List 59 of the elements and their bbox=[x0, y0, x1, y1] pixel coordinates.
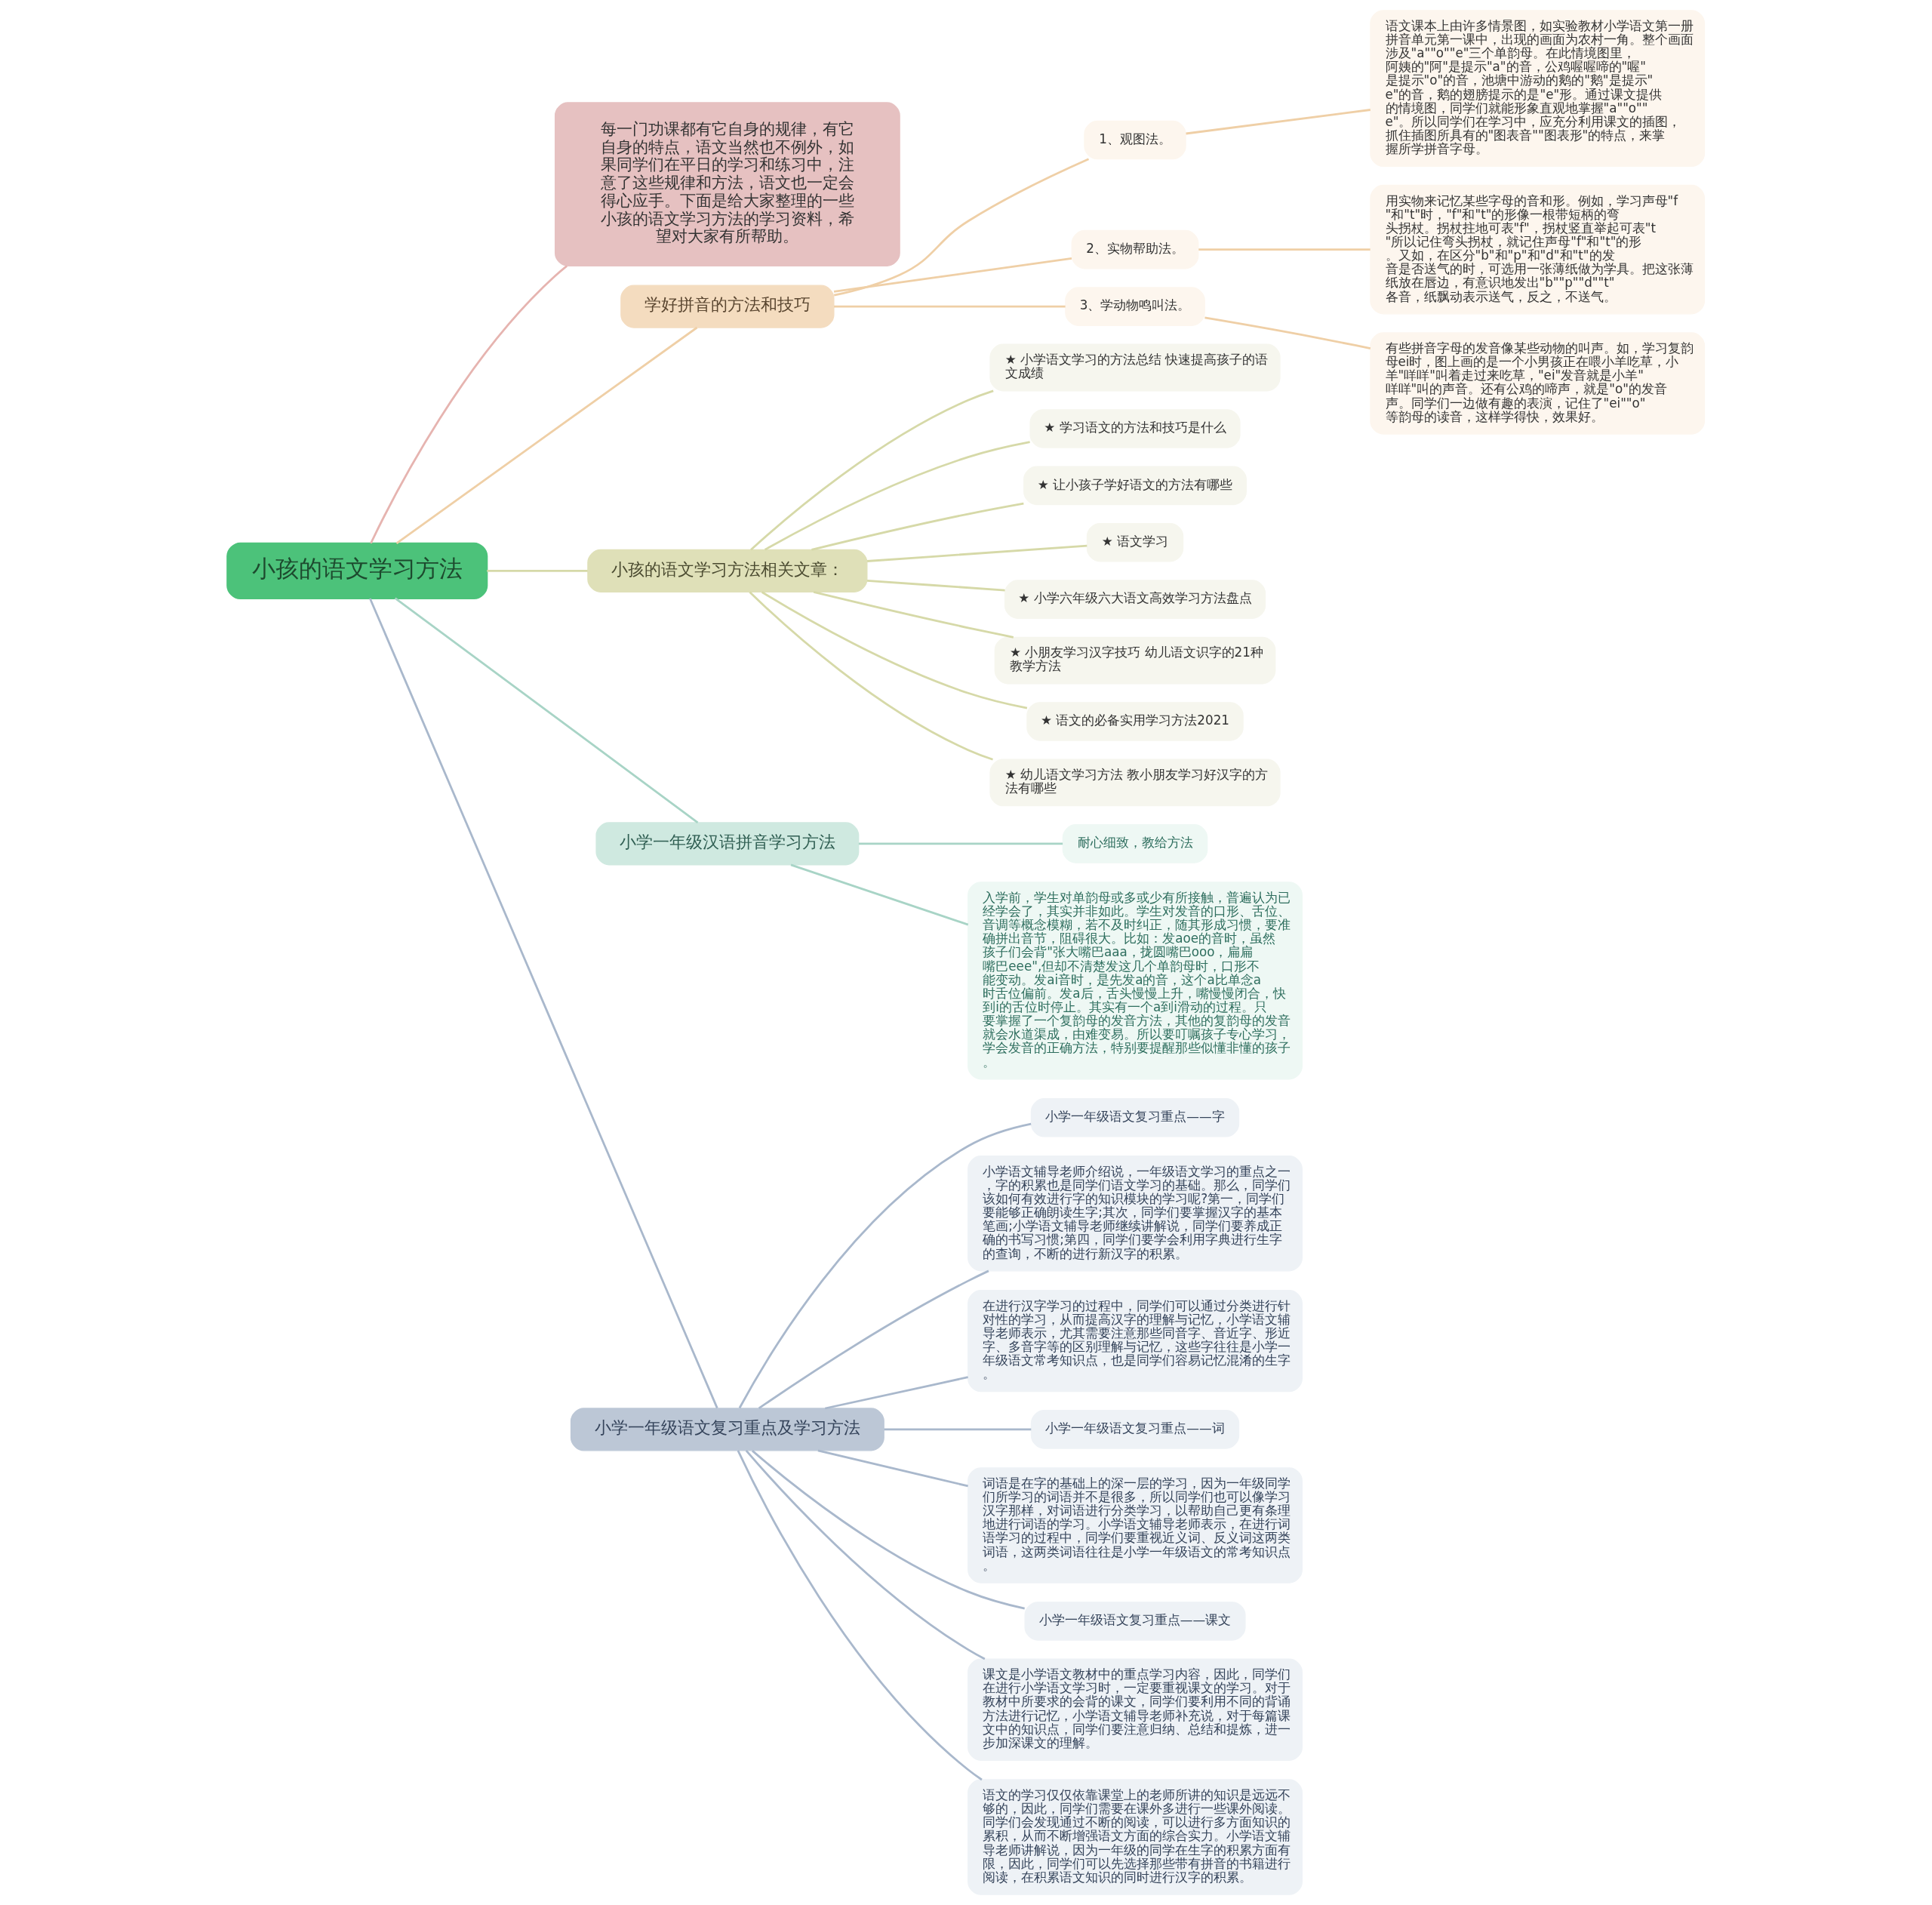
connector bbox=[825, 1376, 968, 1410]
node-box: ★ 学习语文的方法和技巧是什么 bbox=[1029, 409, 1241, 448]
node-box: 小学语文辅导老师介绍说，一年级语文学习的重点之一，字的积累也是同学们语文学习的基础。那么，同学们该如何有效进行字的知识模块的学习呢?第一，同学们要能够正确朗读生字;其次，同学们要掌握汉字的基本笔画;小学语文辅导老师继续讲解说，同学们要养成正确的书写习惯;第四，同学们要学会利用字典进行生字的查询，不断的进行新汉字的积累。 bbox=[968, 1156, 1303, 1272]
connector bbox=[817, 1449, 968, 1488]
connector bbox=[790, 863, 969, 926]
node-box: 小学一年级语文复习重点——课文 bbox=[1024, 1602, 1246, 1641]
connector bbox=[833, 158, 1090, 297]
node-box: 学好拼音的方法和技巧 bbox=[620, 285, 835, 328]
node-box: 用实物来记忆某些字母的音和形。例如，学习声母"f"和"t"时，"f"和"t"的形像一根带短柄的弯头拐杖。拐杖拄地可表"f"，拐杖竖直举起可表"t"所以记住弯头拐杖，就记住声母"f"和"t"的形。又如，在区分"b"和"p"和"d"和"t"的发音是否送气的时，可选用一张薄纸做为学具。把这张薄纸放在唇边，有意识地发出"b""p""d""t"各音，纸飘动表示送气，反之，不送气。 bbox=[1370, 184, 1706, 315]
connector bbox=[858, 842, 1063, 845]
node-box: 小学一年级汉语拼音学习方法 bbox=[595, 822, 860, 866]
node-box: 小孩的语文学习方法 bbox=[226, 542, 488, 600]
connector bbox=[758, 1269, 989, 1409]
connector bbox=[1204, 316, 1371, 349]
node-box: 有些拼音字母的发音像某些动物的叫声。如，学习复韵母ei时，图上画的是一个小男孩正在喂小羊吃草，小羊"咩咩"叫着走过来吃草，"ei"发音就是小羊"咩咩"叫的声音。还有公鸡的啼声，就是"o"的发音声。同学们一边做有趣的表演，记住了"ei""o"等韵母的读音，这样学得快，效果好。 bbox=[1370, 332, 1706, 435]
connector bbox=[745, 1450, 986, 1660]
connector bbox=[749, 591, 993, 761]
node-box: 每一门功课都有它自身的规律，有它自身的特点，语文当然也不例外，如果同学们在平日的学习和练习中，注意了这些规律和方法，语文也一定会得心应手。下面是给大家整理的一些小孩的语文学习方法的学习资料，希望对大家有所帮助。 bbox=[554, 102, 900, 266]
node-box: 1、观图法。 bbox=[1084, 120, 1186, 160]
node-box: ★ 小朋友学习汉字技巧 幼儿语文识字的21种教学方法 bbox=[994, 636, 1276, 685]
connector bbox=[813, 590, 1014, 639]
node-box: 小学一年级语文复习重点——词 bbox=[1030, 1410, 1240, 1449]
connector bbox=[737, 1450, 983, 1781]
connector bbox=[750, 389, 994, 551]
node-box: ★ 小学六年级六大语文高效学习方法盘点 bbox=[1004, 580, 1266, 619]
connector bbox=[394, 597, 699, 823]
node-box: 小学一年级语文复习重点及学习方法 bbox=[570, 1408, 884, 1451]
connector bbox=[370, 265, 568, 544]
node-box: ★ 语文学习 bbox=[1086, 522, 1184, 562]
connector bbox=[833, 257, 1072, 293]
connector bbox=[834, 305, 1066, 308]
node-box: 语文课本上由许多情景图，如实验教材小学语文第一册拼音单元第一课中，出现的画面为农村一角。整个画面涉及"a""o""e"三个单韵母。在此情境图里，阿姨的"阿"是提示"a"的音，公鸡喔喔啼的"喔"是提示"o"的音，池塘中游动的鹅的"鹅"是提示"e"的音，鹅的翅膀提示的是"e"形。通过课文提供的情境图，同学们就能形象直观地掌握"a""o""e"。所以同学们在学习中，应充分利用课文的插图，抓住插图所具有的"图表音""图表形"的特点，来掌握所学拼音字母。 bbox=[1370, 10, 1706, 168]
connector bbox=[738, 1122, 1032, 1409]
connector bbox=[764, 441, 1030, 551]
connector bbox=[487, 570, 588, 572]
connector bbox=[884, 1428, 1032, 1431]
connector bbox=[752, 1450, 1025, 1610]
connector bbox=[811, 502, 1024, 551]
node-box: 词语是在字的基础上的深一层的学习，因为一年级同学们所学习的词语并不是很多，所以同学们也可以像学习汉字那样，对词语进行分类学习，以帮助自己更有条理地进行词语的学习。小学语文辅导老师表示，在进行词语学习的过程中，同学们要重视近义词、反义词这两类词语，这两类词语往往是小学一年级语文的常考知识点。 bbox=[968, 1467, 1303, 1583]
connector bbox=[1186, 109, 1371, 135]
node-box: ★ 语文的必备实用学习方法2021 bbox=[1026, 702, 1244, 741]
node-box: 小孩的语文学习方法相关文章： bbox=[587, 549, 868, 592]
connector bbox=[866, 579, 1005, 592]
connector bbox=[1198, 248, 1371, 251]
node-box: 3、学动物鸣叫法。 bbox=[1065, 287, 1205, 326]
node-box: 课文是小学语文教材中的重点学习内容，因此，同学们在进行小学语文学习时，一定要重视课文的学习。对于教材中所要求的会背的课文，同学们要利用不同的背诵方法进行记忆，小学语文辅导老师补充说，对于每篇课文中的知识点，同学们要注意归纳、总结和提炼，进一步加深课文的理解。 bbox=[968, 1658, 1303, 1761]
node-box: 耐心细致，教给方法 bbox=[1062, 824, 1208, 863]
connector bbox=[761, 591, 1028, 709]
node-box: ★ 让小孩子学好语文的方法有哪些 bbox=[1023, 466, 1247, 506]
node-box: 在进行汉字学习的过程中，同学们可以通过分类进行针对性的学习，从而提高汉字的理解与记忆，小学语文辅导老师表示，尤其需要注意那些同音字、音近字、形近字、多音字等的区别理解与记忆，这些字往往是小学一年级语文常考知识点，也是同学们容易记忆混淆的生字。 bbox=[968, 1290, 1303, 1393]
node-box: ★ 幼儿语文学习方法 教小朋友学习好汉字的方法有哪些 bbox=[989, 759, 1281, 807]
node-box: ★ 小学语文学习的方法总结 快速提高孩子的语文成绩 bbox=[989, 343, 1281, 392]
connector bbox=[369, 598, 718, 1409]
node-box: 入学前，学生对单韵母或多或少有所接触，普遍认为已经学会了，其实并非如此。学生对发音的口形、舌位、音调等概念模糊，若不及时纠正，随其形成习惯，要准确拼出音节，阻碍很大。比如：发aoe的音时，虽然孩子们会背"张大嘴巴aaa，拢圆嘴巴ooo，扁扁嘴巴eee",但却不清楚发这几个单韵母时，口形不能变动。发ai音时，是先发a的音，这个a比单念a时舌位偏前。发a后，舌头慢慢上升，嘴慢慢闭合，快到i的舌位时停止。其实有一个a到i滑动的过程。只要掌握了一个复韵母的发音方法，其他的复韵母的发音就会水道渠成，由难变易。所以要叮嘱孩子专心学习，学会发音的正确方法，特别要提醒那些似懂非懂的孩子。 bbox=[968, 882, 1303, 1080]
connector bbox=[395, 326, 698, 545]
node-box: 2、实物帮助法。 bbox=[1071, 229, 1199, 269]
connector bbox=[866, 544, 1088, 562]
node-box: 语文的学习仅仅依靠课堂上的老师所讲的知识是远远不够的，因此，同学们需要在课外多进行一些课外阅读。同学们会发现通过不断的阅读，可以进行多方面知识的累积，从而不断增强语文方面的综合实力。小学语文辅导老师讲解说，因为一年级的同学在生字的积累方面有限，因此，同学们可以先选择那些带有拼音的书籍进行阅读，在积累语文知识的同时进行汉字的积累。 bbox=[968, 1779, 1303, 1895]
node-box: 小学一年级语文复习重点——字 bbox=[1030, 1097, 1240, 1137]
